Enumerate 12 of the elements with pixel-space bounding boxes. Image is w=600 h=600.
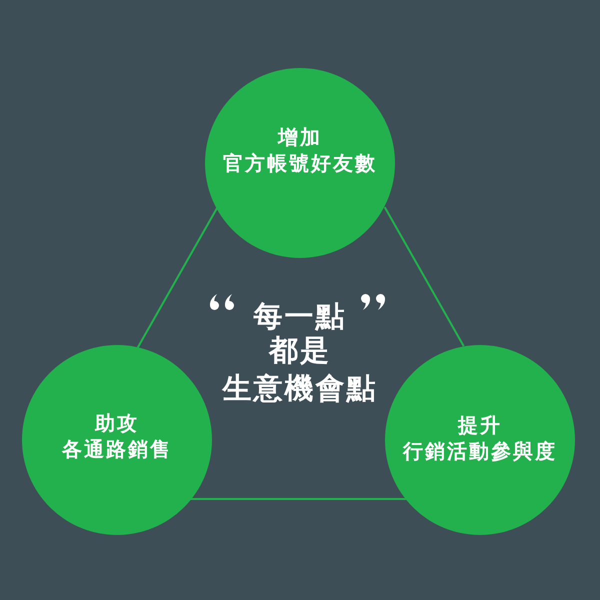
circle-text: 各通路銷售 bbox=[62, 436, 172, 462]
circle-heading: 助攻 bbox=[95, 410, 139, 436]
slogan-line: 都是 bbox=[269, 332, 331, 368]
circle-heading: 增加 bbox=[278, 124, 322, 150]
connector-line bbox=[384, 206, 465, 347]
slogan-line: 每一點 bbox=[254, 298, 346, 334]
connector-line bbox=[136, 208, 218, 348]
circle-text: 行銷活動參與度 bbox=[403, 438, 557, 464]
slogan-line: 生意機會點 bbox=[222, 370, 378, 406]
connector-line bbox=[190, 498, 406, 500]
circle-heading: 提升 bbox=[458, 412, 502, 438]
circle-text: 官方帳號好友數 bbox=[223, 150, 377, 176]
